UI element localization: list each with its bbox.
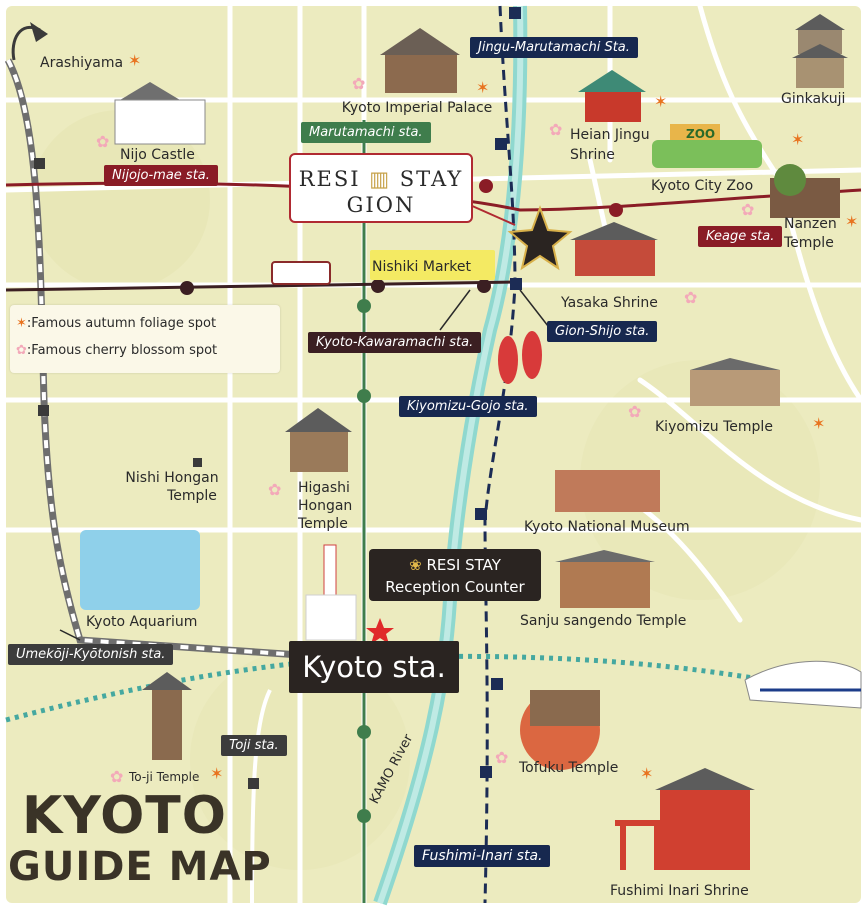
maple-leaf-icon: ✶	[16, 316, 27, 331]
maple-leaf-icon: ✶	[476, 78, 490, 97]
cherry-blossom-icon: ✿	[628, 402, 642, 421]
station-dots	[34, 7, 623, 823]
label-toji-temple: To-ji Temple	[129, 770, 200, 784]
legend-autumn-text: :Famous autumn foliage spot	[26, 316, 217, 331]
gion-text: GION	[346, 193, 416, 217]
cherry-blossom-icon: ✿	[352, 74, 366, 93]
map-title-line1: KYOTO	[22, 786, 227, 846]
logo-mark-icon: ▥	[369, 167, 392, 191]
label-nijo-castle: Nijo Castle	[120, 147, 195, 163]
station-kiyomizu-gojo: Kiyomizu-Gojo sta.	[399, 396, 537, 417]
legend: ✶:Famous autumn foliage spot ✿:Famous ch…	[10, 305, 280, 373]
cherry-blossom-icon: ✿	[741, 200, 755, 219]
cherry-blossom-icon: ✿	[684, 288, 698, 307]
maple-leaf-icon: ✶	[654, 92, 668, 111]
cherry-blossom-icon: ✿	[16, 343, 27, 358]
label-nishiki-market: Nishiki Market	[372, 259, 471, 275]
label-kyoto-city-zoo: Kyoto City Zoo	[651, 178, 754, 194]
label-kyoto-aquarium: Kyoto Aquarium	[86, 614, 198, 630]
stay-text: STAY	[399, 167, 464, 191]
label-kyoto-national-museum: Kyoto National Museum	[524, 519, 690, 535]
resi-stay-line1: RESI ▥ STAY	[291, 167, 471, 191]
cherry-blossom-icon: ✿	[549, 120, 563, 139]
reception-title: RESI STAY	[426, 556, 501, 574]
cherry-blossom-icon: ✿	[495, 748, 509, 767]
maple-leaf-icon: ✶	[845, 212, 859, 231]
label-nishi-hongan-1: Nishi Hongan	[125, 470, 219, 486]
maple-leaf-icon: ✶	[128, 51, 142, 70]
station-nijojo-mae: Nijojo-mae sta.	[104, 165, 218, 186]
cherry-blossom-icon: ✿	[96, 132, 110, 151]
label-higashi-3: Temple	[298, 516, 348, 532]
label-nanzen-1: Nanzen	[784, 216, 837, 232]
label-tofuku-temple: Tofuku Temple	[519, 760, 619, 776]
reception-line2: Reception Counter	[385, 578, 525, 596]
reception-counter-callout: ❀ RESI STAY Reception Counter	[369, 549, 541, 601]
label-yasaka-shrine: Yasaka Shrine	[561, 295, 658, 311]
cherry-blossom-icon: ✿	[110, 767, 124, 786]
label-fushimi-inari-shrine: Fushimi Inari Shrine	[610, 883, 749, 899]
maple-leaf-icon: ✶	[210, 764, 224, 783]
label-nanzen-2: Temple	[784, 235, 834, 251]
hankyu-line	[5, 280, 516, 292]
label-kyoto-imperial-palace: Kyoto Imperial Palace	[341, 100, 493, 116]
station-keage: Keage sta.	[698, 226, 783, 247]
station-gion-shijo: Gion-Shijo sta.	[547, 321, 658, 342]
station-kyoto-kawaramachi: Kyoto-Kawaramachi sta.	[308, 332, 482, 353]
map-title-line2: GUIDE MAP	[8, 844, 272, 890]
legend-cherry-text: :Famous cherry blossom spot	[26, 343, 218, 358]
label-nishi-hongan-2: Temple	[167, 488, 217, 504]
legend-autumn: ✶:Famous autumn foliage spot	[16, 316, 216, 331]
reception-line1: ❀ RESI STAY	[369, 556, 541, 574]
station-umekoji: Umekōji-Kyōtonish sta.	[8, 644, 174, 665]
label-higashi-2: Hongan	[298, 498, 353, 514]
maple-leaf-icon: ✶	[812, 414, 826, 433]
kyoto-station-label: Kyoto sta.	[289, 641, 459, 693]
landmark-illustrations	[80, 14, 862, 870]
maple-leaf-icon: ✶	[791, 130, 805, 149]
maple-leaf-icon: ✶	[640, 764, 654, 783]
label-higashi-1: Higashi	[298, 480, 350, 496]
label-kiyomizu-temple: Kiyomizu Temple	[655, 419, 773, 435]
station-jingu-marutamachi: Jingu-Marutamachi Sta.	[470, 37, 638, 58]
label-heian-jingu-1: Heian Jingu	[570, 127, 650, 143]
resi-stay-star	[507, 205, 573, 271]
label-heian-jingu-2: Shrine	[570, 147, 615, 163]
station-marutamachi: Marutamachi sta.	[301, 122, 431, 143]
label-sanju-sangendo: Sanju sangendo Temple	[520, 613, 687, 629]
keihan-line	[483, 5, 517, 904]
label-ginkakuji: Ginkakuji	[781, 91, 846, 107]
resi-stay-gion-callout: RESI ▥ STAY GION	[289, 153, 473, 223]
resi-text: RESI	[298, 167, 361, 191]
label-arashiyama: Arashiyama	[40, 55, 124, 71]
cherry-blossom-icon: ✿	[268, 480, 282, 499]
resi-logo-icon: ❀	[409, 556, 422, 574]
station-fushimi-inari: Fushimi-Inari sta.	[414, 845, 551, 867]
label-zoo-sign: ZOO	[686, 127, 716, 141]
station-toji: Toji sta.	[221, 735, 287, 756]
legend-cherry: ✿:Famous cherry blossom spot	[16, 343, 217, 358]
